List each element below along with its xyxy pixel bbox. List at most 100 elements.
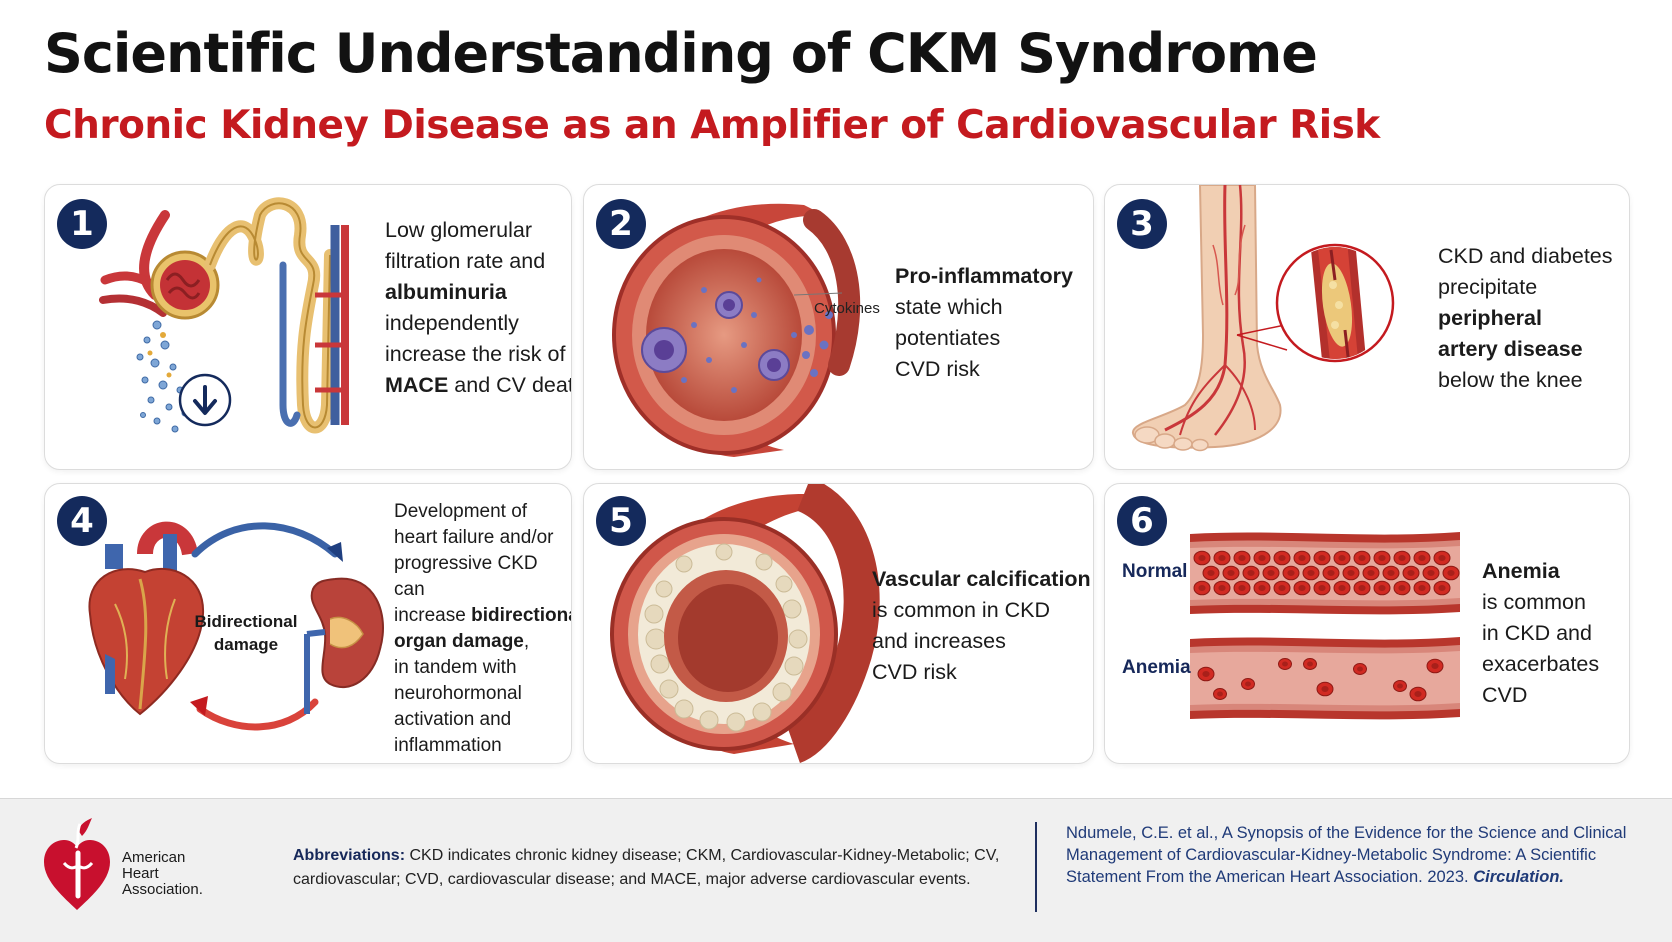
cytokines-label: Cytokines — [814, 300, 880, 317]
abbreviations-text: CKD indicates chronic kidney disease; CK… — [293, 847, 1000, 888]
normal-label: Normal — [1122, 561, 1188, 582]
footer-divider — [1035, 822, 1037, 912]
aha-logo-icon — [44, 818, 110, 910]
red-blood-cell-center — [1227, 569, 1235, 577]
panel-1-kidney-filtration: 1 Low glomerular filtration — [44, 184, 572, 470]
red-blood-cell-center — [1298, 584, 1306, 592]
panel-5-vascular-calcification: 5 Vascular calcification is common in CK… — [583, 483, 1094, 764]
panel-6-anemia: 6 Normal Anemia Anemia is common in CKD … — [1104, 483, 1630, 764]
bidirectional-label-line: damage — [213, 635, 279, 654]
aha-wordmark-line: Association. — [122, 881, 203, 898]
abbreviations-label: Abbreviations: — [293, 847, 406, 864]
blood-vessels-illustration — [1190, 532, 1460, 720]
panel-4-bold: organ damage — [394, 631, 524, 652]
red-blood-cell-center — [1218, 584, 1226, 592]
panel-6-line: CVD — [1482, 683, 1528, 707]
aha-wordmark-line: Heart — [122, 865, 159, 882]
abbreviations: Abbreviations: CKD indicates chronic kid… — [293, 844, 1013, 892]
red-blood-cell-center — [1397, 683, 1403, 689]
red-blood-cell-center — [1318, 584, 1326, 592]
citation: Ndumele, C.E. et al., A Synopsis of the … — [1066, 822, 1656, 888]
red-blood-cell-center — [1358, 584, 1366, 592]
panel-4-line: neurohormonal — [394, 683, 522, 704]
red-blood-cell-center — [1418, 554, 1426, 562]
panel-4-line: activation and — [394, 709, 512, 730]
red-blood-cell-center — [1258, 584, 1266, 592]
red-blood-cell-center — [1414, 690, 1422, 698]
red-blood-cell-center — [1258, 554, 1266, 562]
panel-6-bold: Anemia — [1482, 559, 1560, 583]
panel-3-text: CKD and diabetes precipitate peripheral … — [1438, 241, 1626, 396]
panel-2-bold: Pro-inflammatory — [895, 264, 1074, 288]
panel-5-line: is common in CKD — [872, 598, 1051, 622]
red-blood-cell-center — [1307, 661, 1313, 667]
red-blood-cell-center — [1338, 584, 1346, 592]
panel-3-peripheral-artery: 3 CKD and diabetes precipitate periphera… — [1104, 184, 1630, 470]
panel-2-line: CVD risk — [895, 357, 980, 381]
panel-3-line: CKD and diabetes — [1438, 244, 1613, 268]
panel-badge-2: 2 — [596, 199, 646, 249]
red-blood-cell-center — [1378, 584, 1386, 592]
panel-5-line: and increases — [872, 629, 1006, 653]
red-blood-cell-center — [1202, 670, 1210, 678]
panel-2-line: potentiates — [895, 326, 1001, 350]
panel-2-line: state which — [895, 295, 1003, 319]
red-blood-cell-center — [1347, 569, 1355, 577]
red-blood-cell-center — [1398, 584, 1406, 592]
red-blood-cell-center — [1287, 569, 1295, 577]
aha-wordmark-line: American — [122, 849, 186, 866]
panel-5-text: Vascular calcification is common in CKD … — [872, 564, 1091, 688]
panel-2-text: Pro-inflammatory state which potentiates… — [895, 261, 1090, 385]
red-blood-cell-center — [1278, 554, 1286, 562]
panel-4-line: heart failure and/or — [394, 527, 554, 548]
red-blood-cell-center — [1198, 584, 1206, 592]
red-blood-cell-center — [1245, 681, 1251, 687]
normal-rbc-group — [1193, 550, 1460, 596]
panel-badge-5: 5 — [596, 496, 646, 546]
red-blood-cell-center — [1318, 554, 1326, 562]
red-blood-cell-center — [1427, 569, 1435, 577]
red-blood-cell-center — [1327, 569, 1335, 577]
footer — [0, 798, 1672, 942]
calcified-vessel-illustration — [610, 484, 880, 763]
red-blood-cell-center — [1447, 569, 1455, 577]
red-blood-cell-center — [1278, 584, 1286, 592]
red-blood-cell-center — [1198, 554, 1206, 562]
panel-6-line: is common — [1482, 590, 1586, 614]
page-title: Scientific Understanding of CKM Syndrome — [44, 22, 1318, 85]
bidirectional-damage-label: Bidirectional damage — [191, 610, 301, 656]
panel-4-line: inflammation — [394, 735, 502, 756]
red-blood-cell-center — [1307, 569, 1315, 577]
panel-1-line: increase the risk of — [385, 342, 566, 366]
red-blood-cell-center — [1321, 685, 1329, 693]
panel-4-line: increase — [394, 605, 472, 626]
panel-4-line: progressive CKD can — [394, 553, 538, 600]
red-blood-cell-center — [1418, 584, 1426, 592]
panel-1-line: independently — [385, 311, 519, 335]
red-blood-cell-center — [1431, 662, 1439, 670]
panel-1-line: Low glomerular — [385, 218, 532, 242]
panel-4-line: Development of — [394, 501, 528, 522]
red-blood-cell-center — [1338, 554, 1346, 562]
panel-5-bold: Vascular calcification — [872, 567, 1091, 591]
red-blood-cell-center — [1438, 554, 1446, 562]
panel-1-text: Low glomerular filtration rate and album… — [385, 215, 571, 401]
panel-badge-3: 3 — [1117, 199, 1167, 249]
red-blood-cell-center — [1282, 661, 1288, 667]
red-blood-cell-center — [1238, 554, 1246, 562]
red-blood-cell-center — [1207, 569, 1215, 577]
panel-6-text: Anemia is common in CKD and exacerbates … — [1482, 556, 1627, 711]
red-blood-cell-center — [1438, 584, 1446, 592]
anemia-label: Anemia — [1122, 657, 1191, 678]
red-blood-cell-center — [1358, 554, 1366, 562]
red-blood-cell-center — [1298, 554, 1306, 562]
panel-3-line: precipitate — [1438, 275, 1538, 299]
panel-1-line: filtration rate and — [385, 249, 546, 273]
panel-2-inflammation: 2 Cytokines Pro- — [583, 184, 1094, 470]
red-blood-cell-center — [1218, 554, 1226, 562]
panel-1-bold: albuminuria — [385, 280, 507, 304]
panel-4-bold: bidirectional — [471, 605, 571, 626]
panel-4-line: , — [523, 631, 530, 652]
red-blood-cell-center — [1407, 569, 1415, 577]
bidirectional-label-line: Bidirectional — [194, 612, 298, 631]
